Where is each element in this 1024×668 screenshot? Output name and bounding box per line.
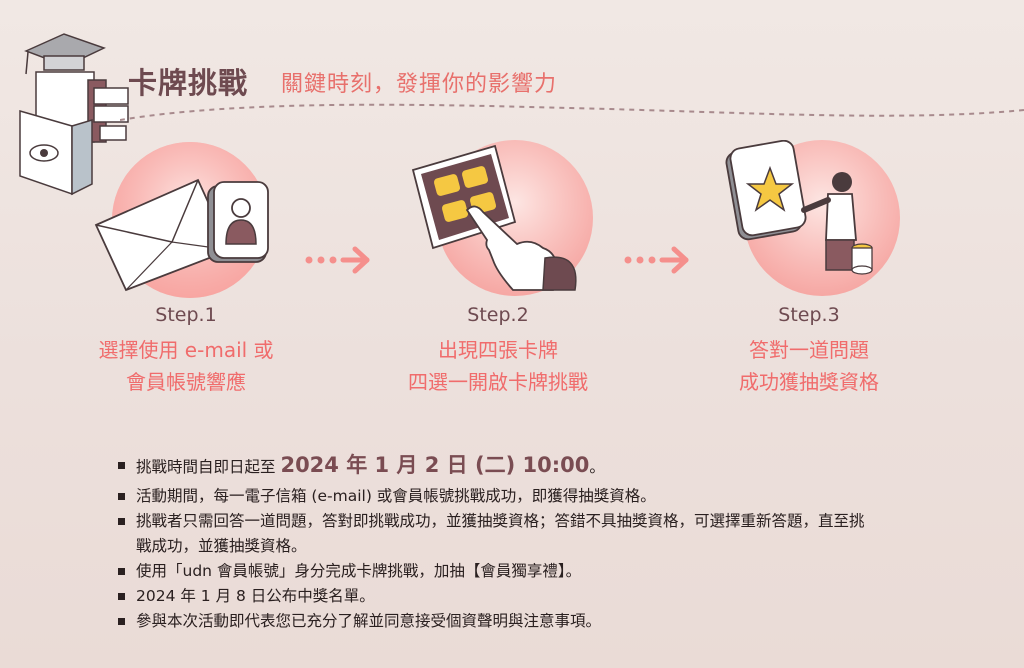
step-3-label: Step.3 (778, 304, 840, 326)
page-title: 卡牌挑戰 (128, 66, 249, 100)
step-2-label: Step.2 (467, 304, 529, 326)
rule-eligibility: 活動期間，每一電子信箱 (e-mail) 或會員帳號挑戰成功，即獲得抽獎資格。 (116, 484, 876, 509)
envelope-user-icon (94, 142, 269, 298)
deadline-highlight: 2024 年 1 月 2 日 (二) 10:00 (280, 453, 590, 477)
rule-winner-announcement: 2024 年 1 月 8 日公布中獎名單。 (116, 584, 876, 609)
tap-cards-icon (411, 140, 593, 296)
step-1-line-1: 選擇使用 e-mail 或 (98, 338, 274, 362)
step-3-line-2: 成功獲抽獎資格 (739, 370, 879, 394)
step-3-line-1: 答對一道問題 (749, 338, 869, 362)
step-1-description: 選擇使用 e-mail 或 會員帳號響應 (26, 334, 346, 398)
step-2-line-2: 四選一開啟卡牌挑戰 (408, 370, 588, 394)
arrow-right-icon (624, 246, 689, 274)
page-subtitle: 關鍵時刻，發揮你的影響力 (281, 72, 558, 97)
rule-challenge-period: 挑戰時間自即日起至 2024 年 1 月 2 日 (二) 10:00。 (116, 448, 876, 484)
step-3-description: 答對一道問題 成功獲抽獎資格 (649, 334, 969, 398)
step-1-line-2: 會員帳號響應 (126, 370, 246, 394)
rule-privacy-consent: 參與本次活動即代表您已充分了解並同意接受個資聲明與注意事項。 (116, 609, 876, 634)
step-1-label: Step.1 (155, 304, 217, 326)
rule-answer-question: 挑戰者只需回答一道問題，答對即挑戰成功，並獲抽獎資格；答錯不具抽獎資格，可選擇重… (116, 509, 876, 559)
rule-member-bonus: 使用「udn 會員帳號」身分完成卡牌挑戰，加抽【會員獨享禮】。 (116, 559, 876, 584)
graduation-cabinet-icon (19, 33, 129, 196)
arrow-right-icon (305, 246, 370, 274)
dashed-wave-divider (120, 103, 1024, 121)
step-2-description: 出現四張卡牌 四選一開啟卡牌挑戰 (338, 334, 658, 398)
star-prize-icon (725, 140, 900, 296)
step-2-line-1: 出現四張卡牌 (438, 338, 558, 362)
rules-list: 挑戰時間自即日起至 2024 年 1 月 2 日 (二) 10:00。 活動期間… (116, 448, 876, 634)
